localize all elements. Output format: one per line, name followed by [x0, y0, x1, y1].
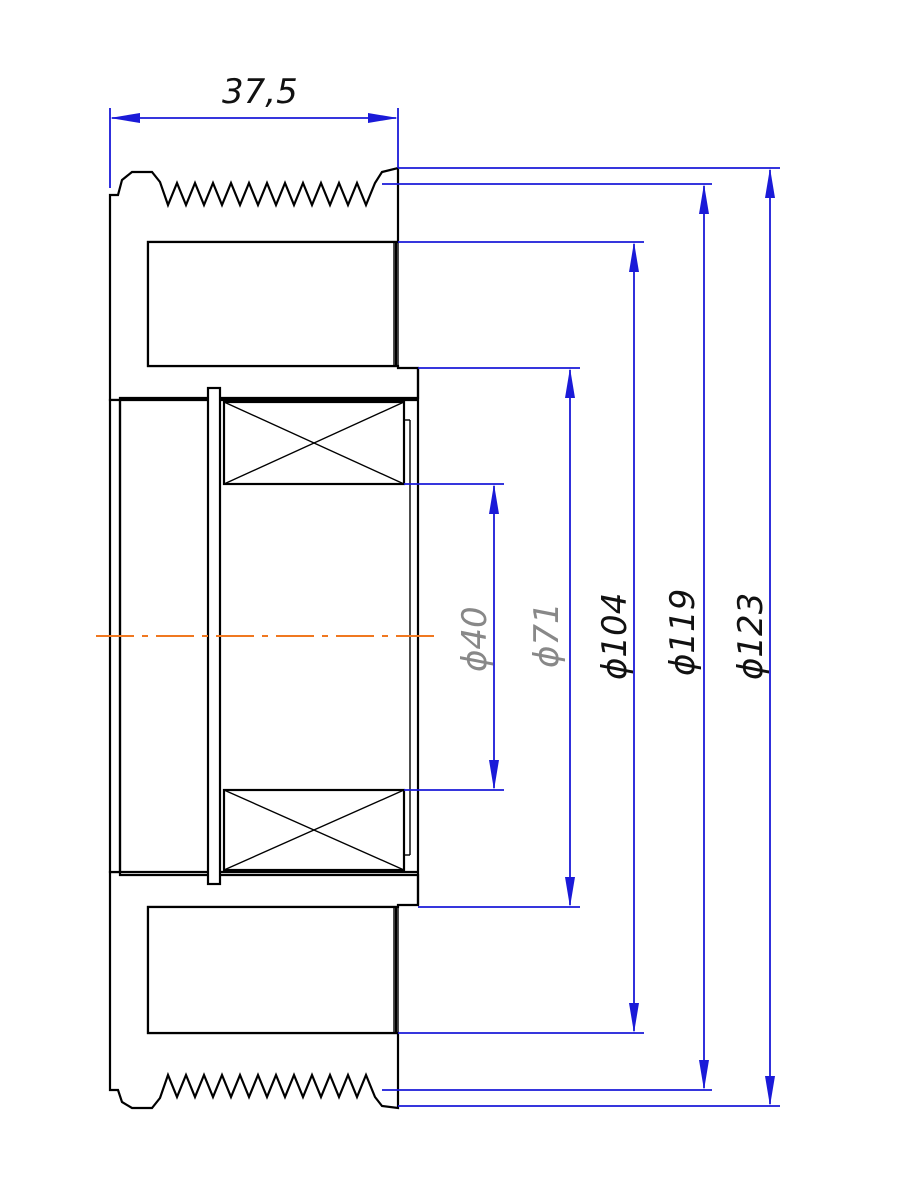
outer-diameter-dimension: ϕ123 [398, 167, 780, 1107]
bore-diameter-dimension: ϕ40 [404, 483, 504, 791]
width-arrow-left [110, 113, 140, 123]
groove-diameter-dimension: ϕ119 [382, 183, 712, 1091]
seat-arrow-top [565, 368, 575, 398]
upper-bearing-cross-b [223, 401, 405, 485]
lower-cavity [146, 905, 398, 1035]
dimensions: 37,5 ϕ123 ϕ119 ϕ104 [109, 72, 780, 1107]
bore-arrow-top [489, 484, 499, 514]
groove-arrow-top [699, 184, 709, 214]
outer-arrow-bottom [765, 1076, 775, 1106]
width-arrow-right [368, 113, 398, 123]
outer-arrow-top [765, 168, 775, 198]
bearing-seat-diameter-label: ϕ71 [527, 602, 567, 668]
groove-arrow-bottom [699, 1060, 709, 1090]
lower-bearing [222, 788, 410, 872]
width-label: 37,5 [222, 72, 298, 112]
upper-bearing [222, 400, 410, 486]
upper-cavity [146, 240, 398, 368]
groove-diameter-label: ϕ119 [663, 589, 703, 676]
bore-arrow-bottom [489, 760, 499, 790]
lower-bearing-cross-b [223, 789, 405, 871]
ring-arrow-bottom [629, 1003, 639, 1033]
inner-ring-diameter-dimension: ϕ104 [398, 241, 644, 1034]
bearing-seat-diameter-dimension: ϕ71 [418, 367, 580, 908]
outer-diameter-label: ϕ123 [731, 593, 771, 680]
pulley-body [108, 166, 420, 1110]
seat-arrow-bottom [565, 877, 575, 907]
ring-arrow-top [629, 242, 639, 272]
inner-ring-diameter-label: ϕ104 [595, 593, 635, 680]
width-dimension: 37,5 [109, 72, 399, 188]
bore-diameter-label: ϕ40 [455, 606, 495, 672]
